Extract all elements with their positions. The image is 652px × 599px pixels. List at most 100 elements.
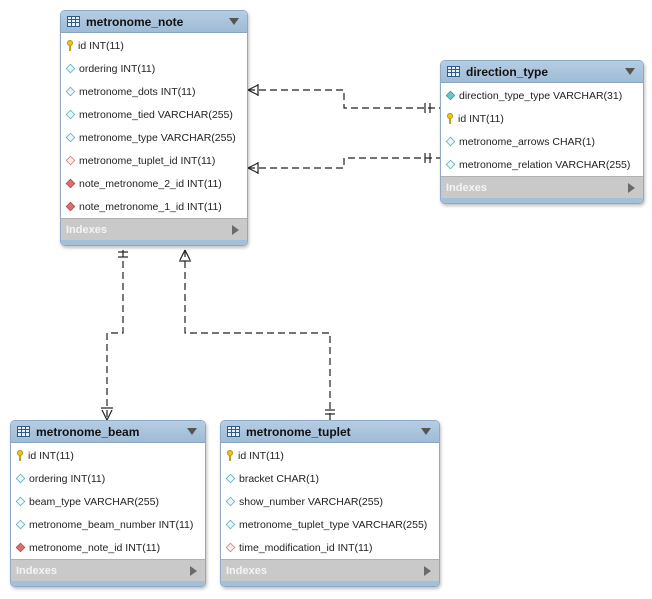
indexes-section[interactable]: Indexes — [11, 559, 205, 581]
column-row[interactable]: id INT(11) — [61, 34, 247, 57]
column-icon — [15, 519, 26, 530]
table-direction-type[interactable]: direction_type direction_type_type VARCH… — [440, 60, 644, 204]
column-label: beam_type VARCHAR(255) — [29, 495, 159, 508]
column-row[interactable]: metronome_tuplet_type VARCHAR(255) — [221, 513, 439, 536]
table-footer-bar — [441, 198, 643, 203]
expand-arrow-icon[interactable] — [424, 565, 431, 576]
table-header[interactable]: metronome_note — [61, 11, 247, 33]
column-row[interactable]: metronome_beam_number INT(11) — [11, 513, 205, 536]
table-title: metronome_beam — [36, 424, 140, 439]
column-row[interactable]: show_number VARCHAR(255) — [221, 490, 439, 513]
column-label: id INT(11) — [458, 112, 504, 125]
table-title: metronome_tuplet — [246, 424, 351, 439]
foreign-key-icon — [65, 155, 76, 166]
column-label: bracket CHAR(1) — [239, 472, 319, 485]
indexes-label: Indexes — [446, 181, 487, 194]
table-icon — [67, 16, 80, 27]
column-label: note_metronome_2_id INT(11) — [79, 177, 222, 190]
column-label: note_metronome_1_id INT(11) — [79, 200, 222, 213]
table-header[interactable]: direction_type — [441, 61, 643, 83]
column-label: time_modification_id INT(11) — [239, 541, 373, 554]
column-label: show_number VARCHAR(255) — [239, 495, 383, 508]
relationship-line — [248, 157, 440, 169]
column-row[interactable]: metronome_tuplet_id INT(11) — [61, 149, 247, 172]
column-icon — [65, 109, 76, 120]
many-end-marker — [101, 407, 113, 421]
column-row[interactable]: id INT(11) — [441, 107, 643, 130]
relationship-line — [248, 89, 440, 109]
collapse-arrow-icon[interactable] — [229, 18, 239, 25]
collapse-arrow-icon[interactable] — [625, 68, 635, 75]
column-icon — [65, 86, 76, 97]
primary-key-icon — [16, 450, 24, 461]
column-label: metronome_relation VARCHAR(255) — [459, 158, 631, 171]
table-footer-bar — [221, 581, 439, 586]
column-row[interactable]: metronome_type VARCHAR(255) — [61, 126, 247, 149]
indexes-label: Indexes — [66, 223, 107, 236]
column-icon — [225, 496, 236, 507]
indexes-label: Indexes — [226, 564, 267, 577]
relationship-line — [184, 250, 331, 420]
column-row[interactable]: id INT(11) — [221, 444, 439, 467]
column-label: metronome_tuplet_type VARCHAR(255) — [239, 518, 428, 531]
column-label: ordering INT(11) — [79, 62, 156, 75]
column-row[interactable]: metronome_arrows CHAR(1) — [441, 130, 643, 153]
column-row[interactable]: time_modification_id INT(11) — [221, 536, 439, 559]
column-row[interactable]: id INT(11) — [11, 444, 205, 467]
column-label: metronome_note_id INT(11) — [29, 541, 161, 554]
column-label: metronome_arrows CHAR(1) — [459, 135, 595, 148]
one-end-marker — [424, 103, 431, 113]
table-metronome-note[interactable]: metronome_note id INT(11) ordering INT(1… — [60, 10, 248, 246]
indexes-section[interactable]: Indexes — [61, 218, 247, 240]
collapse-arrow-icon[interactable] — [421, 428, 431, 435]
column-row[interactable]: note_metronome_2_id INT(11) — [61, 172, 247, 195]
table-icon — [227, 426, 240, 437]
table-title: metronome_note — [86, 14, 184, 29]
column-icon — [65, 132, 76, 143]
column-row[interactable]: ordering INT(11) — [11, 467, 205, 490]
indexes-section[interactable]: Indexes — [221, 559, 439, 581]
column-icon — [225, 473, 236, 484]
primary-key-icon — [226, 450, 234, 461]
table-metronome-tuplet[interactable]: metronome_tuplet id INT(11) bracket CHAR… — [220, 420, 440, 587]
table-header[interactable]: metronome_beam — [11, 421, 205, 443]
one-end-marker — [325, 409, 335, 415]
column-label: ordering INT(11) — [29, 472, 106, 485]
many-end-marker — [247, 84, 259, 96]
primary-key-icon — [66, 40, 74, 51]
one-end-marker — [424, 153, 431, 163]
column-icon — [225, 519, 236, 530]
column-label: metronome_tied VARCHAR(255) — [79, 108, 233, 121]
relationship-line — [106, 250, 124, 420]
column-row[interactable]: metronome_note_id INT(11) — [11, 536, 205, 559]
not-null-column-icon — [445, 90, 456, 101]
column-row[interactable]: direction_type_type VARCHAR(31) — [441, 84, 643, 107]
column-label: id INT(11) — [78, 39, 124, 52]
column-row[interactable]: beam_type VARCHAR(255) — [11, 490, 205, 513]
column-row[interactable]: bracket CHAR(1) — [221, 467, 439, 490]
foreign-key-icon — [225, 542, 236, 553]
column-row[interactable]: note_metronome_1_id INT(11) — [61, 195, 247, 218]
one-end-marker — [118, 251, 128, 258]
many-end-marker — [247, 162, 259, 174]
column-label: id INT(11) — [238, 449, 284, 462]
collapse-arrow-icon[interactable] — [187, 428, 197, 435]
indexes-label: Indexes — [16, 564, 57, 577]
expand-arrow-icon[interactable] — [190, 565, 197, 576]
table-icon — [447, 66, 460, 77]
column-icon — [15, 496, 26, 507]
column-row[interactable]: metronome_dots INT(11) — [61, 80, 247, 103]
expand-arrow-icon[interactable] — [232, 224, 239, 235]
table-metronome-beam[interactable]: metronome_beam id INT(11) ordering INT(1… — [10, 420, 206, 587]
column-label: metronome_beam_number INT(11) — [29, 518, 194, 531]
expand-arrow-icon[interactable] — [628, 182, 635, 193]
primary-key-icon — [446, 113, 454, 124]
column-label: metronome_tuplet_id INT(11) — [79, 154, 216, 167]
column-row[interactable]: ordering INT(11) — [61, 57, 247, 80]
indexes-section[interactable]: Indexes — [441, 176, 643, 198]
table-header[interactable]: metronome_tuplet — [221, 421, 439, 443]
column-icon — [65, 63, 76, 74]
foreign-key-not-null-icon — [15, 542, 26, 553]
column-row[interactable]: metronome_tied VARCHAR(255) — [61, 103, 247, 126]
column-row[interactable]: metronome_relation VARCHAR(255) — [441, 153, 643, 176]
